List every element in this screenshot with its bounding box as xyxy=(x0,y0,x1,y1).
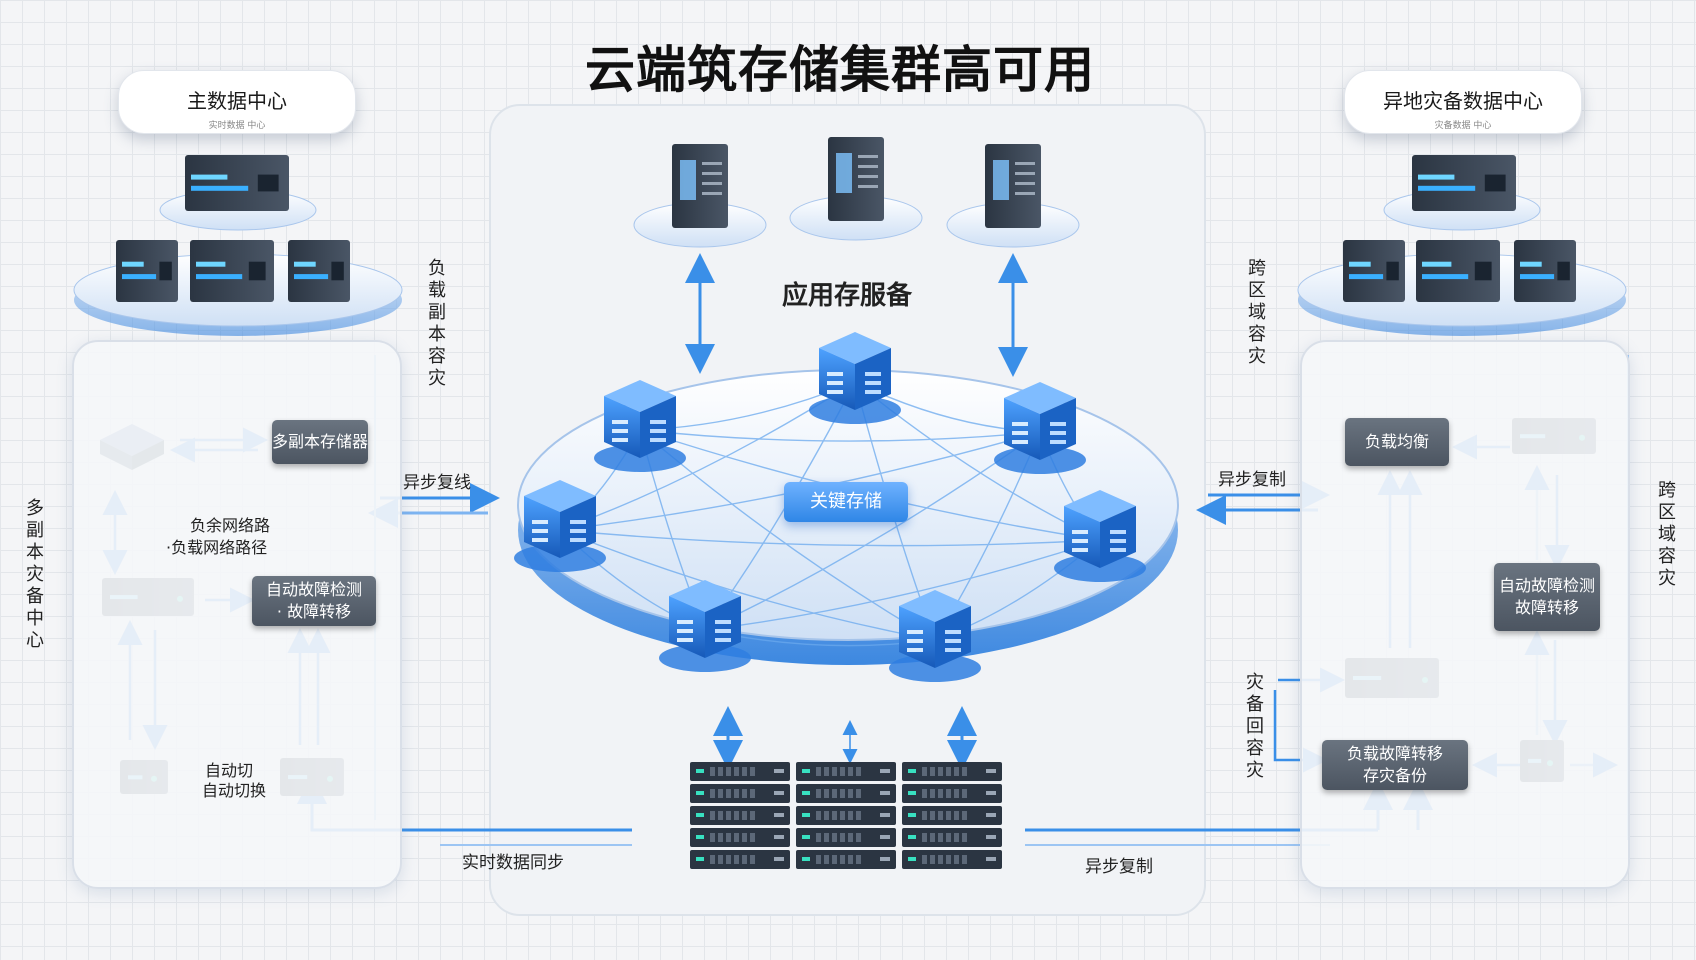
core-storage-badge[interactable]: 关键存储 xyxy=(784,482,908,522)
storage-nodes xyxy=(514,332,1146,682)
dc-servers xyxy=(116,155,1576,302)
right-side-vertical: 灾备回容灾 xyxy=(1246,672,1264,781)
left-storage-card[interactable]: 多副本存储器 xyxy=(272,420,368,464)
rack-server-icon xyxy=(1343,240,1405,302)
rack-unit xyxy=(796,806,896,825)
rack-server-icon xyxy=(116,240,178,302)
left-detect-line-1: 自动故障检测 xyxy=(265,580,362,599)
storage-node-cube xyxy=(514,480,606,572)
rack-unit xyxy=(690,806,790,825)
right-detect-card[interactable]: 自动故障检测 故障转移 xyxy=(1494,563,1600,631)
right-detect-line-2: 故障转移 xyxy=(1514,598,1579,617)
right-failover-line-2: 存灾备份 xyxy=(1362,766,1427,785)
rack-unit xyxy=(690,762,790,781)
server-tower-icon xyxy=(985,144,1041,228)
left-vertical-label: 多副本灾备中心 xyxy=(26,498,44,651)
rack-unit xyxy=(902,762,1002,781)
right-dc-subtitle: 灾备数据 中心 xyxy=(1434,121,1492,131)
mesh-link xyxy=(639,429,1041,442)
right-dc-title: 异地灾备数据中心 xyxy=(1383,89,1543,113)
left-network-text-1: 负余网络路 xyxy=(190,516,271,535)
right-dc-header: 异地灾备数据中心 灾备数据 中心 xyxy=(1344,70,1582,134)
right-outer-vertical: 跨区域容灾 xyxy=(1658,480,1676,589)
rack-unit xyxy=(796,850,896,869)
mesh-link xyxy=(559,529,936,641)
right-vertical-label: 跨区域容灾 xyxy=(1248,258,1266,367)
rack-unit xyxy=(796,828,896,847)
rack-unit xyxy=(796,762,896,781)
bottom-sync-left-label: 实时数据同步 xyxy=(462,853,564,873)
left-side-vertical: 负载副本容灾 xyxy=(428,258,446,389)
right-failover-card[interactable]: 负载故障转移 存灾备份 xyxy=(1322,740,1468,790)
left-dc-header: 主数据中心 实时数据 中心 xyxy=(118,70,356,134)
storage-node-cube xyxy=(1054,490,1146,582)
right-detect-line-1: 自动故障检测 xyxy=(1498,576,1595,595)
storage-node-cube xyxy=(594,380,686,472)
server-tower-icon xyxy=(828,137,884,221)
rack-unit xyxy=(902,806,1002,825)
right-async-label: 异步复制 xyxy=(1218,470,1286,490)
rack-unit xyxy=(902,784,1002,803)
left-async-label: 异步复线 xyxy=(403,473,471,493)
storage-rack xyxy=(690,762,1002,869)
right-failover-line-1: 负载故障转移 xyxy=(1346,744,1443,763)
server-tower-icon xyxy=(672,144,728,228)
service-arrows xyxy=(685,253,1028,770)
rack-unit xyxy=(902,850,1002,869)
rack-server-icon xyxy=(288,240,350,302)
mesh-link xyxy=(559,529,1101,547)
left-detect-card[interactable]: 自动故障检测 · 故障转移 xyxy=(252,576,376,626)
left-dc-title: 主数据中心 xyxy=(187,89,287,113)
right-lb-card[interactable]: 负载均衡 xyxy=(1345,418,1449,466)
rack-server-icon xyxy=(185,155,289,211)
rack-server-icon xyxy=(1514,240,1576,302)
storage-node-cube xyxy=(889,590,981,682)
page-title: 云端筑存储集群高可用 xyxy=(585,41,1095,99)
storage-node-cube xyxy=(659,580,751,672)
rack-unit xyxy=(690,850,790,869)
service-label: 应用存服备 xyxy=(782,281,913,311)
rack-server-icon xyxy=(190,240,274,302)
rack-server-icon xyxy=(1412,155,1516,211)
left-switch-text-2: 自动切换 xyxy=(202,781,267,800)
storage-node-cube xyxy=(809,332,901,424)
rack-unit xyxy=(796,784,896,803)
rack-unit xyxy=(690,784,790,803)
left-dc-subtitle: 实时数据 中心 xyxy=(208,121,266,131)
rack-unit xyxy=(902,828,1002,847)
storage-node-cube xyxy=(994,382,1086,474)
bottom-sync-right-label: 异步复制 xyxy=(1085,857,1153,877)
left-detect-line-2: · 故障转移 xyxy=(276,602,352,621)
left-switch-text-1: 自动切 xyxy=(205,761,254,780)
left-network-text-2: ·负载网络路径 xyxy=(166,538,268,557)
app-servers xyxy=(672,137,1041,228)
rack-unit xyxy=(690,828,790,847)
mesh-link xyxy=(704,539,1101,631)
rack-server-icon xyxy=(1416,240,1500,302)
